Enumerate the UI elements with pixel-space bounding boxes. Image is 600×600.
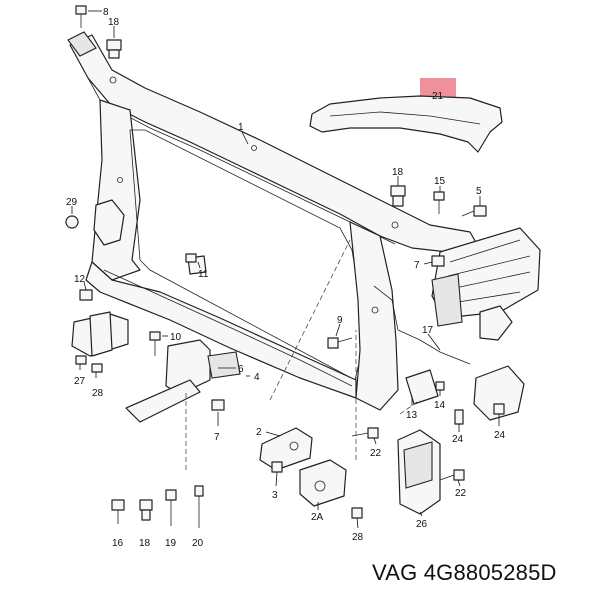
left-lower-mount: [71, 311, 129, 357]
right-bumper-mount: [431, 227, 541, 341]
callout-29: 29: [66, 197, 78, 208]
callout-10: 10: [170, 332, 182, 343]
callout-24: 24: [494, 430, 506, 441]
part-number-label: VAG 4G8805285D: [372, 560, 557, 585]
callout-21: 21: [432, 91, 444, 102]
callout-14: 14: [434, 400, 446, 411]
callout-2: 2: [256, 427, 262, 438]
callout-4: 4: [254, 372, 260, 383]
callout-19: 19: [165, 538, 177, 549]
leader-lines: [71, 10, 500, 529]
callout-28: 28: [352, 532, 364, 543]
callout-7: 7: [214, 432, 220, 443]
callout-labels: 8 18 21 1 18 15 5 29 7 12 11 9 17 10 6 4…: [66, 7, 506, 549]
callout-22: 22: [370, 448, 382, 459]
right-lower-bracket-26: [397, 365, 525, 515]
callout-1: 1: [238, 122, 244, 133]
callout-9: 9: [337, 315, 343, 326]
callout-26: 26: [416, 519, 428, 530]
hood-lock-2: [259, 427, 347, 507]
fasteners: [65, 5, 505, 528]
callout-5: 5: [476, 186, 482, 197]
callout-6: 6: [238, 364, 244, 375]
radiator-support-frame: [67, 31, 479, 411]
air-guide-21: [309, 95, 503, 153]
callout-2A: 2A: [311, 512, 324, 523]
callout-15: 15: [434, 176, 446, 187]
callout-22: 22: [455, 488, 467, 499]
callout-12: 12: [74, 274, 86, 285]
callout-16: 16: [112, 538, 124, 549]
cable-17: [373, 285, 471, 365]
callout-18: 18: [108, 17, 120, 28]
callout-20: 20: [192, 538, 204, 549]
callout-3: 3: [272, 490, 278, 501]
callout-27: 27: [74, 376, 86, 387]
callout-17: 17: [422, 325, 434, 336]
callout-11: 11: [198, 269, 209, 280]
alignment-lines: [185, 239, 421, 470]
callout-18: 18: [139, 538, 151, 549]
callout-8: 8: [103, 7, 109, 18]
callout-13: 13: [406, 410, 418, 421]
center-bracket-4-6: [125, 339, 241, 423]
callout-18: 18: [392, 167, 404, 178]
callout-7: 7: [414, 260, 420, 271]
callout-28: 28: [92, 388, 104, 399]
callout-24: 24: [452, 434, 464, 445]
